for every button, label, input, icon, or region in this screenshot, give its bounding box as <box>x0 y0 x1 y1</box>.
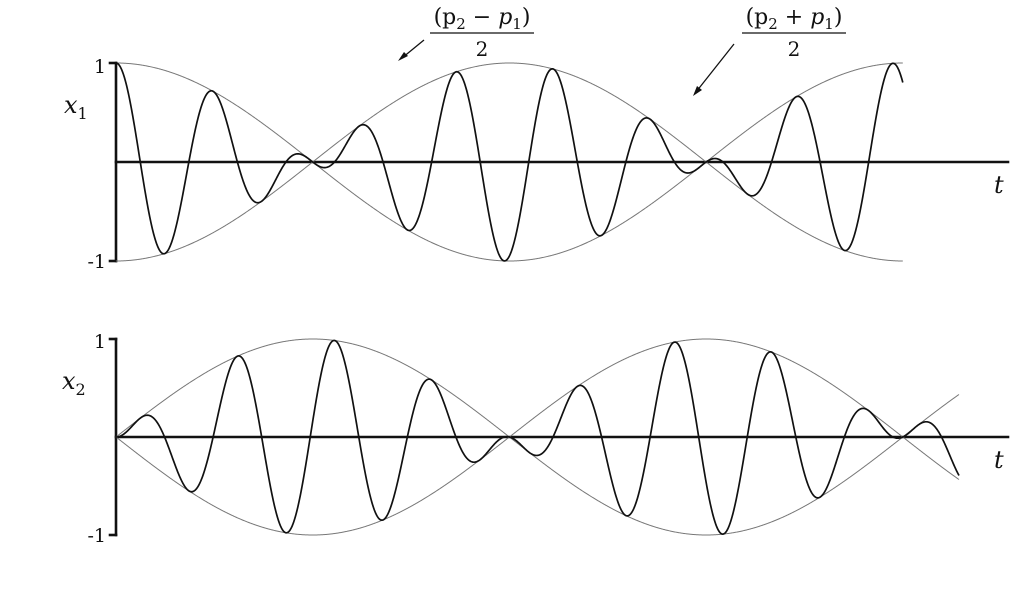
panel-2-signal <box>115 339 960 535</box>
panel-1-ytick-top: 1 <box>94 56 106 78</box>
panel-1: 1 -1 x1 t (p2 − p1) 2 (p2 + p1) 2 <box>64 5 1010 273</box>
panel-2-ytick-top: 1 <box>94 331 106 353</box>
panel-2-xlabel: t <box>994 446 1004 474</box>
annotation-difference: (p2 − p1) 2 <box>398 5 534 61</box>
panel-1-signal <box>115 62 904 262</box>
panel-1-ytick-bottom: -1 <box>87 251 106 273</box>
annotation-difference-numerator: (p2 − p1) <box>434 5 531 33</box>
panel-1-envelope-upper <box>116 62 903 262</box>
panel-2-envelope-lower <box>115 338 960 536</box>
annotation-difference-arrowhead <box>398 52 408 61</box>
panel-2: 1 -1 x2 t <box>62 331 1010 547</box>
panel-1-xlabel: t <box>994 171 1004 199</box>
annotation-sum-arrow <box>695 43 735 93</box>
annotation-sum: (p2 + p1) 2 <box>693 5 846 96</box>
panel-2-ytick-bottom: -1 <box>87 525 106 547</box>
panel-1-envelope-lower <box>116 62 903 262</box>
annotation-sum-arrowhead <box>693 86 702 96</box>
annotation-difference-denominator: 2 <box>476 37 489 61</box>
annotation-sum-denominator: 2 <box>788 37 801 61</box>
panel-1-ylabel: x1 <box>64 91 88 123</box>
annotation-sum-numerator: (p2 + p1) <box>746 5 843 33</box>
panel-2-ylabel: x2 <box>62 367 86 399</box>
